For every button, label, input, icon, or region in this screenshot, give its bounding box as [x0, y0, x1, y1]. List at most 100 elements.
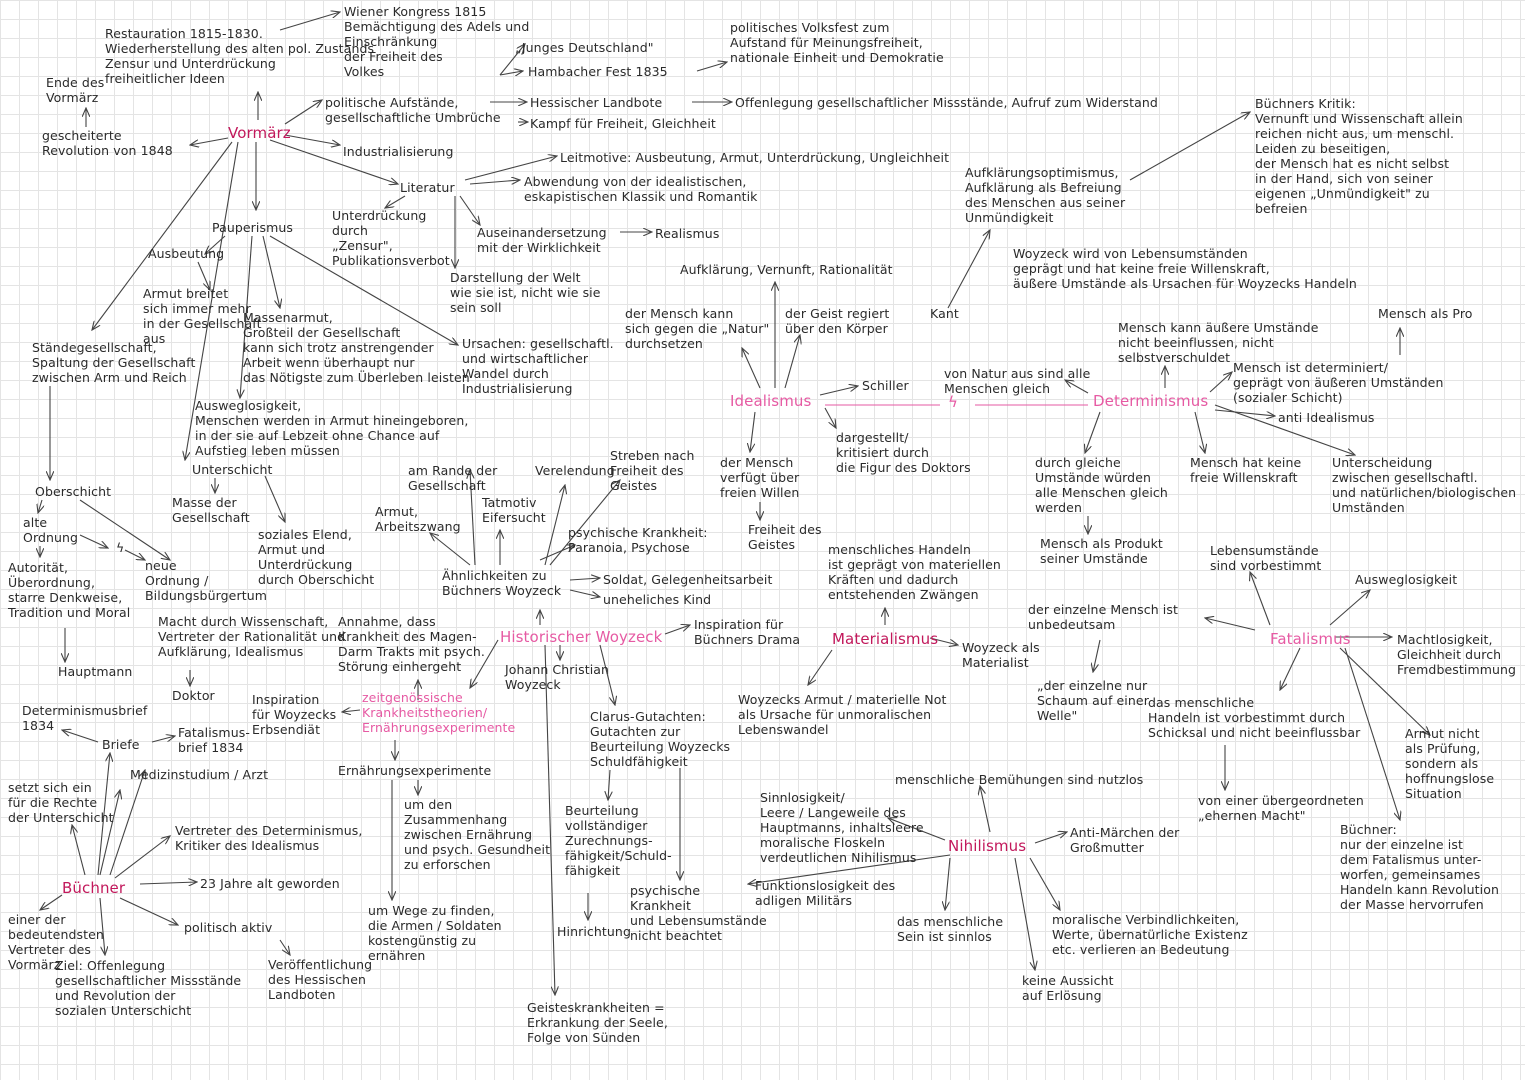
- node-autoritaet: Autorität, Überordnung, starre Denkweise…: [8, 560, 131, 620]
- node-fatbrief: Fatalismus- brief 1834: [178, 725, 250, 755]
- node-industrial: Industrialisierung: [343, 144, 454, 159]
- node-medizin: Medizinstudium / Arzt: [130, 767, 269, 782]
- node-armutnicht: Armut nicht als Prüfung, sondern als hof…: [1405, 726, 1495, 801]
- node-dargestellt: dargestellt/ kritisiert durch die Figur …: [836, 430, 971, 475]
- node-gleicheumst: durch gleiche Umstände würden alle Mensc…: [1035, 455, 1168, 515]
- node-kampf: Kampf für Freiheit, Gleichheit: [530, 116, 716, 131]
- node-woyzeckmat: Woyzeck als Materialist: [962, 640, 1040, 670]
- node-kant: Kant: [930, 306, 959, 321]
- node-produkt: Mensch als Produkt seiner Umstände: [1040, 536, 1163, 566]
- node-alteordnung: alte Ordnung: [23, 515, 79, 545]
- node-geistkrank: Geisteskrankheiten = Erkrankung der Seel…: [527, 1000, 668, 1045]
- node-politisch: politisch aktiv: [184, 920, 273, 935]
- node-historisch: Historischer Woyzeck: [500, 628, 663, 646]
- node-materialismus: Materialismus: [832, 630, 939, 648]
- node-wiener: Wiener Kongress 1815 Bemächtigung des Ad…: [344, 4, 530, 79]
- node-ausweglos1: Ausweglosigkeit, Menschen werden in Armu…: [195, 398, 469, 458]
- node-determinismus: Determinismus: [1093, 392, 1209, 410]
- node-natur: von Natur aus sind alle Menschen gleich: [944, 366, 1091, 396]
- node-gescheitert: gescheiterte Revolution von 1848: [42, 128, 173, 158]
- node-oberschicht: Oberschicht: [35, 484, 112, 499]
- node-uebergeord: von einer übergeordneten „ehernen Macht": [1198, 793, 1364, 823]
- node-endevm: Ende des Vormärz: [46, 75, 105, 105]
- node-einerbed: einer der bedeutendsten Vertreter des Vo…: [8, 912, 104, 972]
- node-inspiration2: Inspiration für Woyzecks Erbsendiät: [252, 692, 337, 737]
- node-lebensumst: Lebensumstände sind vorbestimmt: [1210, 543, 1322, 573]
- node-aufkloptimismus: Aufklärungsoptimismus, Aufklärung als Be…: [965, 165, 1126, 225]
- node-tatmotiv: Tatmotiv Eifersucht: [482, 495, 546, 525]
- node-fatalismus: Fatalismus: [1270, 630, 1351, 648]
- node-volksfest: politisches Volksfest zum Aufstand für M…: [730, 20, 944, 65]
- node-realismus: Realismus: [655, 226, 720, 241]
- node-detbrief: Determinismusbrief 1834: [22, 703, 148, 733]
- node-beurteilung: Beurteilung vollständiger Zurechnungs- f…: [565, 803, 672, 878]
- node-ursachen: Ursachen: gesellschaftl. und wirtschaftl…: [462, 336, 614, 396]
- node-darstellung: Darstellung der Welt wie sie ist, nicht …: [450, 270, 601, 315]
- node-hinrichtung: Hinrichtung: [557, 924, 631, 939]
- node-offenlegung: Offenlegung gesellschaftlicher Missständ…: [735, 95, 1158, 110]
- node-armutnot: Woyzecks Armut / materielle Not als Ursa…: [738, 692, 947, 737]
- node-bemuehungen: menschliche Bemühungen sind nutzlos: [895, 772, 1144, 787]
- node-sozialeselend: soziales Elend, Armut und Unterdrückung …: [258, 527, 375, 587]
- node-landbote: Hessischer Landbote: [530, 95, 663, 110]
- node-inspiration1: Inspiration für Büchners Drama: [694, 617, 801, 647]
- node-rande: am Rande der Gesellschaft: [408, 463, 498, 493]
- node-einzelne: der einzelne Mensch ist unbedeutsam: [1028, 602, 1178, 632]
- node-schaum: „der einzelne nur Schaum auf einer Welle…: [1037, 678, 1149, 723]
- node-menschverfuegt: der Mensch verfügt über freien Willen: [720, 455, 800, 500]
- node-annahme: Annahme, dass Krankheit des Magen- Darm …: [338, 614, 485, 674]
- node-unehelich: uneheliches Kind: [603, 592, 712, 607]
- node-staendegesell: Ständegesellschaft, Spaltung der Gesells…: [32, 340, 196, 385]
- node-masse: Masse der Gesellschaft: [172, 495, 250, 525]
- node-hauptmann: Hauptmann: [58, 664, 133, 679]
- node-pauperismus: Pauperismus: [212, 220, 294, 235]
- node-funktion: Funktionslosigkeit des adligen Militärs: [755, 878, 896, 908]
- node-armut: Armut breitet sich immer mehr in der Ges…: [143, 286, 262, 346]
- node-vorbestimmt: das menschliche Handeln ist vorbestimmt …: [1148, 695, 1361, 740]
- node-buechnerkritik: Büchners Kritik: Vernunft und Wissenscha…: [1255, 96, 1463, 216]
- node-buechner: Büchner: [62, 879, 126, 897]
- node-jungdt: „Junges Deutschland": [515, 40, 654, 55]
- node-doktor: Doktor: [172, 688, 215, 703]
- node-streben: Streben nach Freiheit des Geistes: [610, 448, 695, 493]
- node-briefe: Briefe: [102, 737, 140, 752]
- node-erloesung: keine Aussicht auf Erlösung: [1022, 973, 1114, 1003]
- node-leitmotive: Leitmotive: Ausbeutung, Armut, Unterdrüc…: [560, 150, 950, 165]
- node-idealismus: Idealismus: [730, 392, 812, 410]
- node-literatur: Literatur: [400, 180, 455, 195]
- node-blitz: ϟ: [948, 393, 958, 411]
- node-sinnlos: Sinnlosigkeit/ Leere / Langeweile des Ha…: [760, 790, 924, 865]
- node-menschlichhand: menschliches Handeln ist geprägt von mat…: [828, 542, 1001, 602]
- node-zusammenhang: um den Zusammenhang zwischen Ernährung u…: [404, 797, 551, 872]
- node-ausbeutung: Ausbeutung: [148, 246, 225, 261]
- node-menschpro: Mensch als Pro: [1378, 306, 1473, 321]
- node-freiheitgeist: Freiheit des Geistes: [748, 522, 822, 552]
- node-setzt: setzt sich ein für die Rechte der Unters…: [8, 780, 114, 825]
- node-woyzeckgepraegt: Woyzeck wird von Lebensumständen geprägt…: [1013, 246, 1357, 291]
- node-nihilismus: Nihilismus: [948, 837, 1027, 855]
- node-geist: der Geist regiert über den Körper: [785, 306, 890, 336]
- node-soldat: Soldat, Gelegenheitsarbeit: [603, 572, 773, 587]
- node-unterscheidung: Unterscheidung zwischen gesellschaftl. u…: [1332, 455, 1517, 515]
- node-schiller: Schiller: [862, 378, 909, 393]
- node-aehnlich: Ähnlichkeiten zu Büchners Woyzeck: [442, 568, 562, 598]
- node-massenarmut: Massenarmut, Großteil der Gesellschaft k…: [243, 310, 470, 385]
- node-psychisch: psychische Krankheit: Paranoia, Psychose: [568, 525, 708, 555]
- node-antiideal: anti Idealismus: [1278, 410, 1375, 425]
- node-menschkann: der Mensch kann sich gegen die „Natur" d…: [625, 306, 770, 351]
- node-armutzwang: Armut, Arbeitszwang: [375, 504, 461, 534]
- node-keinewill: Mensch hat keine freie Willenskraft: [1190, 455, 1302, 485]
- node-hambach: Hambacher Fest 1835: [528, 64, 668, 79]
- node-ernaehrexp: Ernährungsexperimente: [338, 763, 492, 778]
- node-veroeff: Veröffentlichung des Hessischen Landbote…: [268, 957, 373, 1002]
- node-sinnlos2: das menschliche Sein ist sinnlos: [897, 914, 1004, 944]
- node-ziel: Ziel: Offenlegung gesellschaftlicher Mis…: [55, 958, 242, 1018]
- node-psychkrank: psychische Krankheit und Lebensumstände …: [630, 883, 767, 943]
- node-moralisch: moralische Verbindlichkeiten, Werte, übe…: [1052, 912, 1248, 957]
- node-buechnerfat: Büchner: nur der einzelne ist dem Fatali…: [1340, 822, 1499, 912]
- node-blitz2: ϟ: [116, 540, 125, 555]
- node-determiniert: Mensch ist determiniert/ geprägt von äuß…: [1233, 360, 1444, 405]
- node-aufstaende: politische Aufstände, gesellschaftliche …: [325, 95, 501, 125]
- node-abwendung: Abwendung von der idealistischen, eskapi…: [524, 174, 758, 204]
